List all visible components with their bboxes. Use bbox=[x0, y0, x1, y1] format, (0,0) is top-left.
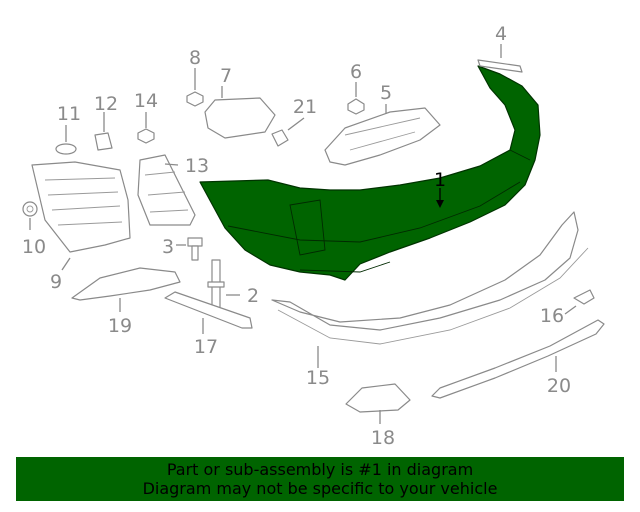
callout-13: 13 bbox=[185, 155, 209, 177]
part-4-trim-strip[interactable] bbox=[477, 59, 523, 73]
part-11-grommet[interactable] bbox=[55, 143, 77, 155]
callout-1: 1 bbox=[434, 169, 446, 191]
callout-11: 11 bbox=[57, 103, 81, 125]
banner-line-1: Part or sub-assembly is #1 in diagram bbox=[166, 460, 474, 479]
callout-3: 3 bbox=[162, 236, 174, 258]
callout-15: 15 bbox=[306, 367, 330, 389]
callout-2: 2 bbox=[247, 285, 259, 307]
callout-21: 21 bbox=[293, 96, 317, 118]
part-16-clip[interactable] bbox=[573, 289, 595, 305]
part-15-valance[interactable] bbox=[271, 211, 589, 345]
callout-14: 14 bbox=[134, 90, 158, 112]
part-18-bracket[interactable] bbox=[345, 383, 411, 413]
part-6-nut[interactable] bbox=[347, 98, 365, 115]
callout-4: 4 bbox=[495, 23, 507, 45]
leader-lines bbox=[29, 44, 577, 424]
part-10-nut[interactable] bbox=[22, 201, 38, 217]
callout-6: 6 bbox=[350, 61, 362, 83]
callout-17: 17 bbox=[194, 336, 218, 358]
callout-16: 16 bbox=[540, 305, 564, 327]
callout-9: 9 bbox=[50, 271, 62, 293]
callout-labels: 1 2 3 4 5 6 7 8 9 10 11 12 13 14 15 16 1… bbox=[22, 23, 571, 449]
callout-19: 19 bbox=[108, 315, 132, 337]
part-21-clip[interactable] bbox=[271, 129, 289, 147]
part-9-bracket[interactable] bbox=[31, 161, 131, 253]
part-5-bracket[interactable] bbox=[324, 107, 441, 166]
part-19-shield[interactable] bbox=[71, 267, 181, 301]
part-7-bracket[interactable] bbox=[204, 97, 276, 139]
callout-10: 10 bbox=[22, 236, 46, 258]
banner-line-2: Diagram may not be specific to your vehi… bbox=[142, 479, 498, 498]
part-1-bumper-cover[interactable] bbox=[199, 65, 541, 281]
part-12-clip[interactable] bbox=[94, 132, 113, 151]
part-17-strip[interactable] bbox=[164, 291, 253, 329]
info-banner: Part or sub-assembly is #1 in diagram Di… bbox=[16, 457, 624, 501]
part-13-bracket[interactable] bbox=[137, 154, 196, 226]
callout-7: 7 bbox=[220, 65, 232, 87]
callout-20: 20 bbox=[547, 375, 571, 397]
callout-5: 5 bbox=[380, 82, 392, 104]
part-20-trim[interactable] bbox=[431, 319, 605, 399]
part-2-stud[interactable] bbox=[207, 259, 225, 309]
callout-18: 18 bbox=[371, 427, 395, 449]
part-3-bolt[interactable] bbox=[187, 237, 203, 261]
parts-diagram: 1 2 3 4 5 6 7 8 9 10 11 12 13 14 15 16 1… bbox=[22, 23, 605, 449]
part-8-nut[interactable] bbox=[186, 91, 204, 107]
callout-12: 12 bbox=[94, 93, 118, 115]
part-14-nut[interactable] bbox=[137, 128, 155, 144]
callout-8: 8 bbox=[189, 47, 201, 69]
